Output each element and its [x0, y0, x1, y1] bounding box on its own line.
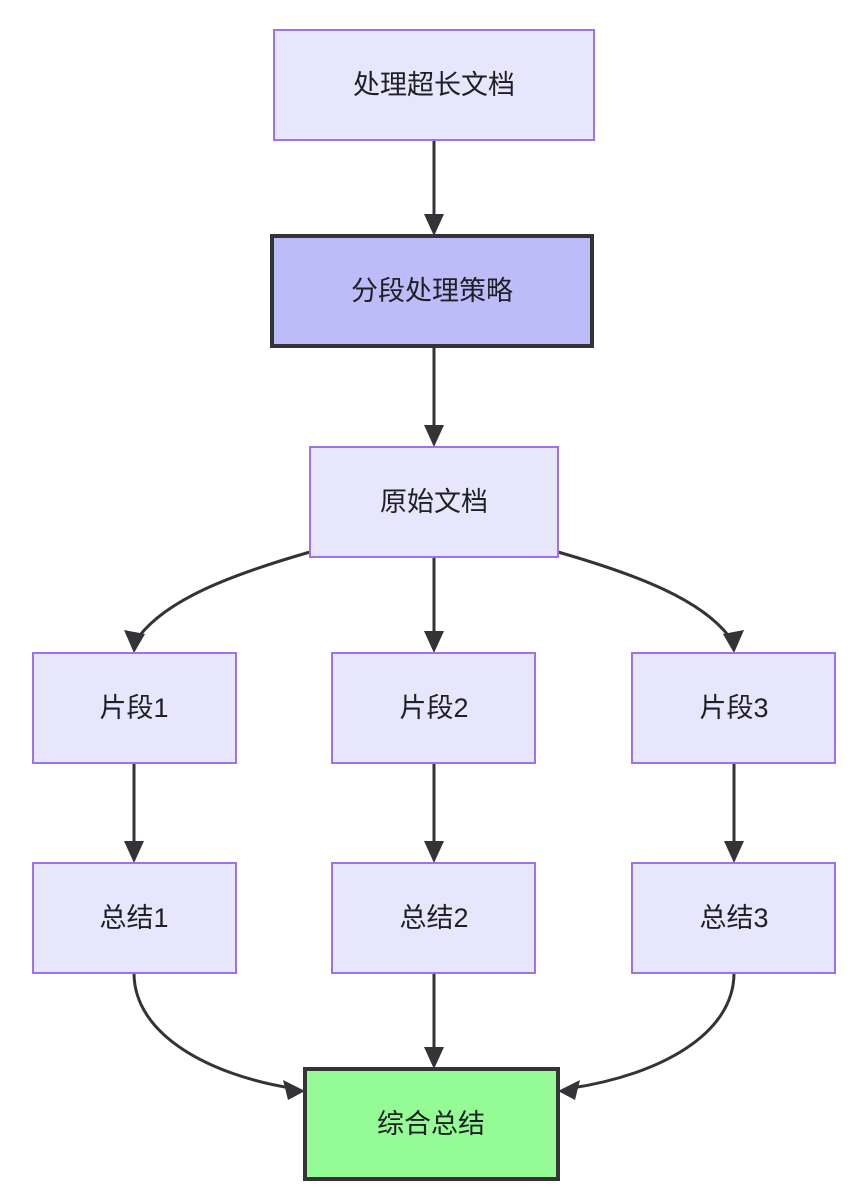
node-fragment-3[interactable]: 片段3: [631, 652, 836, 764]
node-fragment-2[interactable]: 片段2: [331, 652, 536, 764]
node-summary-1[interactable]: 总结1: [32, 862, 237, 974]
node-fragment-1-label: 片段1: [99, 693, 168, 723]
edge-layer: [124, 140, 744, 1100]
edge-summary-1-to-final-summary: [132, 972, 305, 1100]
node-summary-2-label: 总结2: [399, 903, 468, 933]
node-final-summary-label: 综合总结: [377, 1109, 485, 1139]
node-fragment-1-box[interactable]: [32, 652, 237, 764]
node-summary-3-label: 总结3: [699, 903, 768, 933]
node-chunk-strategy[interactable]: 分段处理策略: [270, 234, 594, 348]
node-summary-3[interactable]: 总结3: [631, 862, 836, 974]
node-summary-2[interactable]: 总结2: [331, 862, 536, 974]
edge-original-doc-to-fragment-3: [557, 550, 744, 653]
edge-summary-2-to-final-summary: [424, 973, 444, 1069]
node-fragment-3-label: 片段3: [699, 693, 768, 723]
node-doc-process-label: 处理超长文档: [353, 70, 515, 100]
node-fragment-2-box[interactable]: [331, 652, 536, 764]
node-final-summary[interactable]: 综合总结: [303, 1067, 560, 1181]
node-summary-1-label: 总结1: [99, 903, 168, 933]
node-final-summary-box[interactable]: [303, 1067, 560, 1181]
node-layer: 处理超长文档 分段处理策略 原始文档 片段1 片段2 片段3: [32, 29, 836, 1181]
edge-summary-3-to-final-summary: [558, 972, 736, 1100]
edge-original-doc-to-fragment-2: [424, 557, 444, 653]
edge-fragment-3-to-summary-3: [724, 763, 744, 863]
edge-doc-process-to-chunk-strategy: [424, 140, 444, 236]
edge-fragment-1-to-summary-1: [124, 763, 144, 863]
node-summary-2-box[interactable]: [331, 862, 536, 974]
node-original-doc[interactable]: 原始文档: [309, 446, 559, 558]
node-summary-1-box[interactable]: [32, 862, 237, 974]
node-chunk-strategy-label: 分段处理策略: [351, 276, 513, 306]
node-chunk-strategy-box[interactable]: [270, 234, 594, 348]
node-summary-3-box[interactable]: [631, 862, 836, 974]
edge-fragment-2-to-summary-2: [424, 763, 444, 863]
node-fragment-1[interactable]: 片段1: [32, 652, 237, 764]
node-doc-process[interactable]: 处理超长文档: [273, 29, 595, 141]
edge-original-doc-to-fragment-1: [124, 550, 311, 653]
node-original-doc-box[interactable]: [309, 446, 559, 558]
node-original-doc-label: 原始文档: [380, 487, 488, 517]
node-fragment-3-box[interactable]: [631, 652, 836, 764]
node-fragment-2-label: 片段2: [399, 693, 468, 723]
edge-chunk-strategy-to-original-doc: [424, 346, 444, 447]
node-doc-process-box[interactable]: [273, 29, 595, 141]
